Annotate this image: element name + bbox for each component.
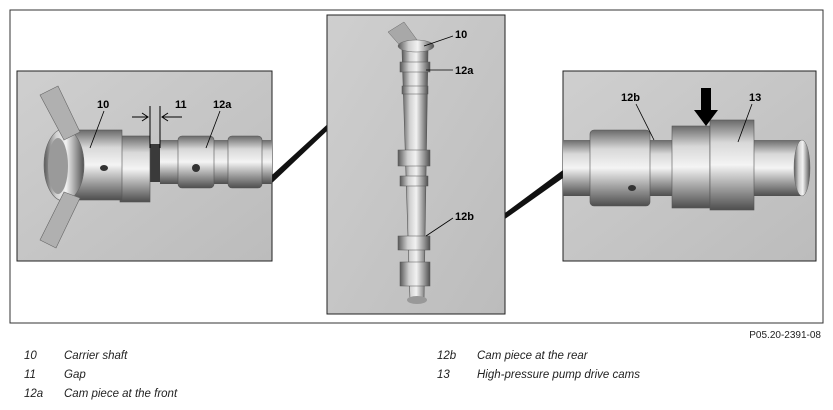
right-detail-photo: 12b 13 <box>562 70 817 262</box>
legend-number: 10 <box>24 350 37 362</box>
left-detail-photo: 10 11 12a <box>16 70 273 262</box>
legend-description: Gap <box>64 369 86 381</box>
legend-number: 13 <box>437 369 450 381</box>
callout-center-10: 10 <box>455 29 467 41</box>
legend-number: 12a <box>24 388 44 400</box>
legend-item: 10 Carrier shaft <box>24 350 384 366</box>
figure-reference-code: P05.20-2391-08 <box>749 330 821 341</box>
legend-item: 12b Cam piece at the rear <box>437 350 817 366</box>
legend-item: 11 Gap <box>24 369 384 385</box>
legend-description: Cam piece at the rear <box>477 350 588 362</box>
legend-item: 12a Cam piece at the front <box>24 388 384 404</box>
legend-number: 11 <box>24 369 36 381</box>
legend-description: Cam piece at the front <box>64 388 178 400</box>
callout-right-13: 13 <box>749 92 761 104</box>
callout-left-12a: 12a <box>213 99 232 111</box>
camshaft-illustration: 10 11 12a 10 12a 12b <box>9 9 824 324</box>
legend-item: 13 High-pressure pump drive cams <box>437 369 817 385</box>
legend-number: 12b <box>437 350 457 362</box>
callout-right-12b: 12b <box>621 92 640 104</box>
callout-center-12a: 12a <box>455 65 474 77</box>
callout-left-11: 11 <box>175 99 187 111</box>
legend-description: High-pressure pump drive cams <box>477 369 640 381</box>
legend-description: Carrier shaft <box>64 350 128 362</box>
center-camshaft-photo: 10 12a 12b <box>326 14 506 315</box>
callout-left-10: 10 <box>97 99 109 111</box>
callout-center-12b: 12b <box>455 211 474 223</box>
